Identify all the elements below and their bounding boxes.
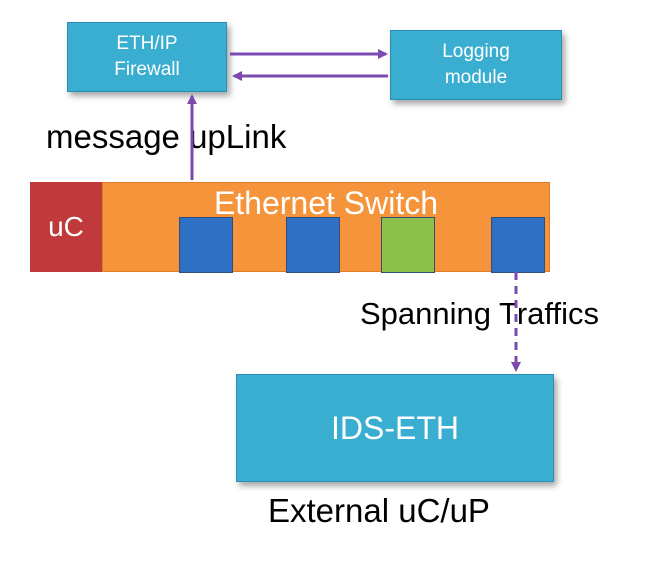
firewall-label-line1: ETH/IP: [116, 33, 178, 54]
ids-label: IDS-ETH: [331, 409, 459, 446]
logging-label-line2: module: [444, 67, 508, 88]
message-uplink-label: message upLink: [46, 118, 287, 155]
external-uc-up-label: External uC/uP: [268, 492, 490, 529]
switch-port-2: [286, 217, 340, 273]
logging-module-box: Logging module: [390, 30, 562, 100]
switch-port-1: [179, 217, 233, 273]
ethernet-switch: Ethernet Switch: [102, 182, 550, 273]
spanning-traffics-label: Spanning Traffics: [360, 296, 599, 331]
eth-ip-firewall-box: ETH/IP Firewall: [67, 22, 227, 92]
uc-block: uC: [30, 182, 102, 272]
firewall-label-line2: Firewall: [114, 59, 180, 80]
switch-port-4: [491, 217, 545, 273]
switch-title: Ethernet Switch: [213, 185, 439, 221]
uc-label: uC: [48, 211, 84, 242]
ids-eth-box: IDS-ETH: [236, 374, 554, 482]
switch-port-3: [381, 217, 435, 273]
logging-label-line1: Logging: [442, 41, 510, 62]
